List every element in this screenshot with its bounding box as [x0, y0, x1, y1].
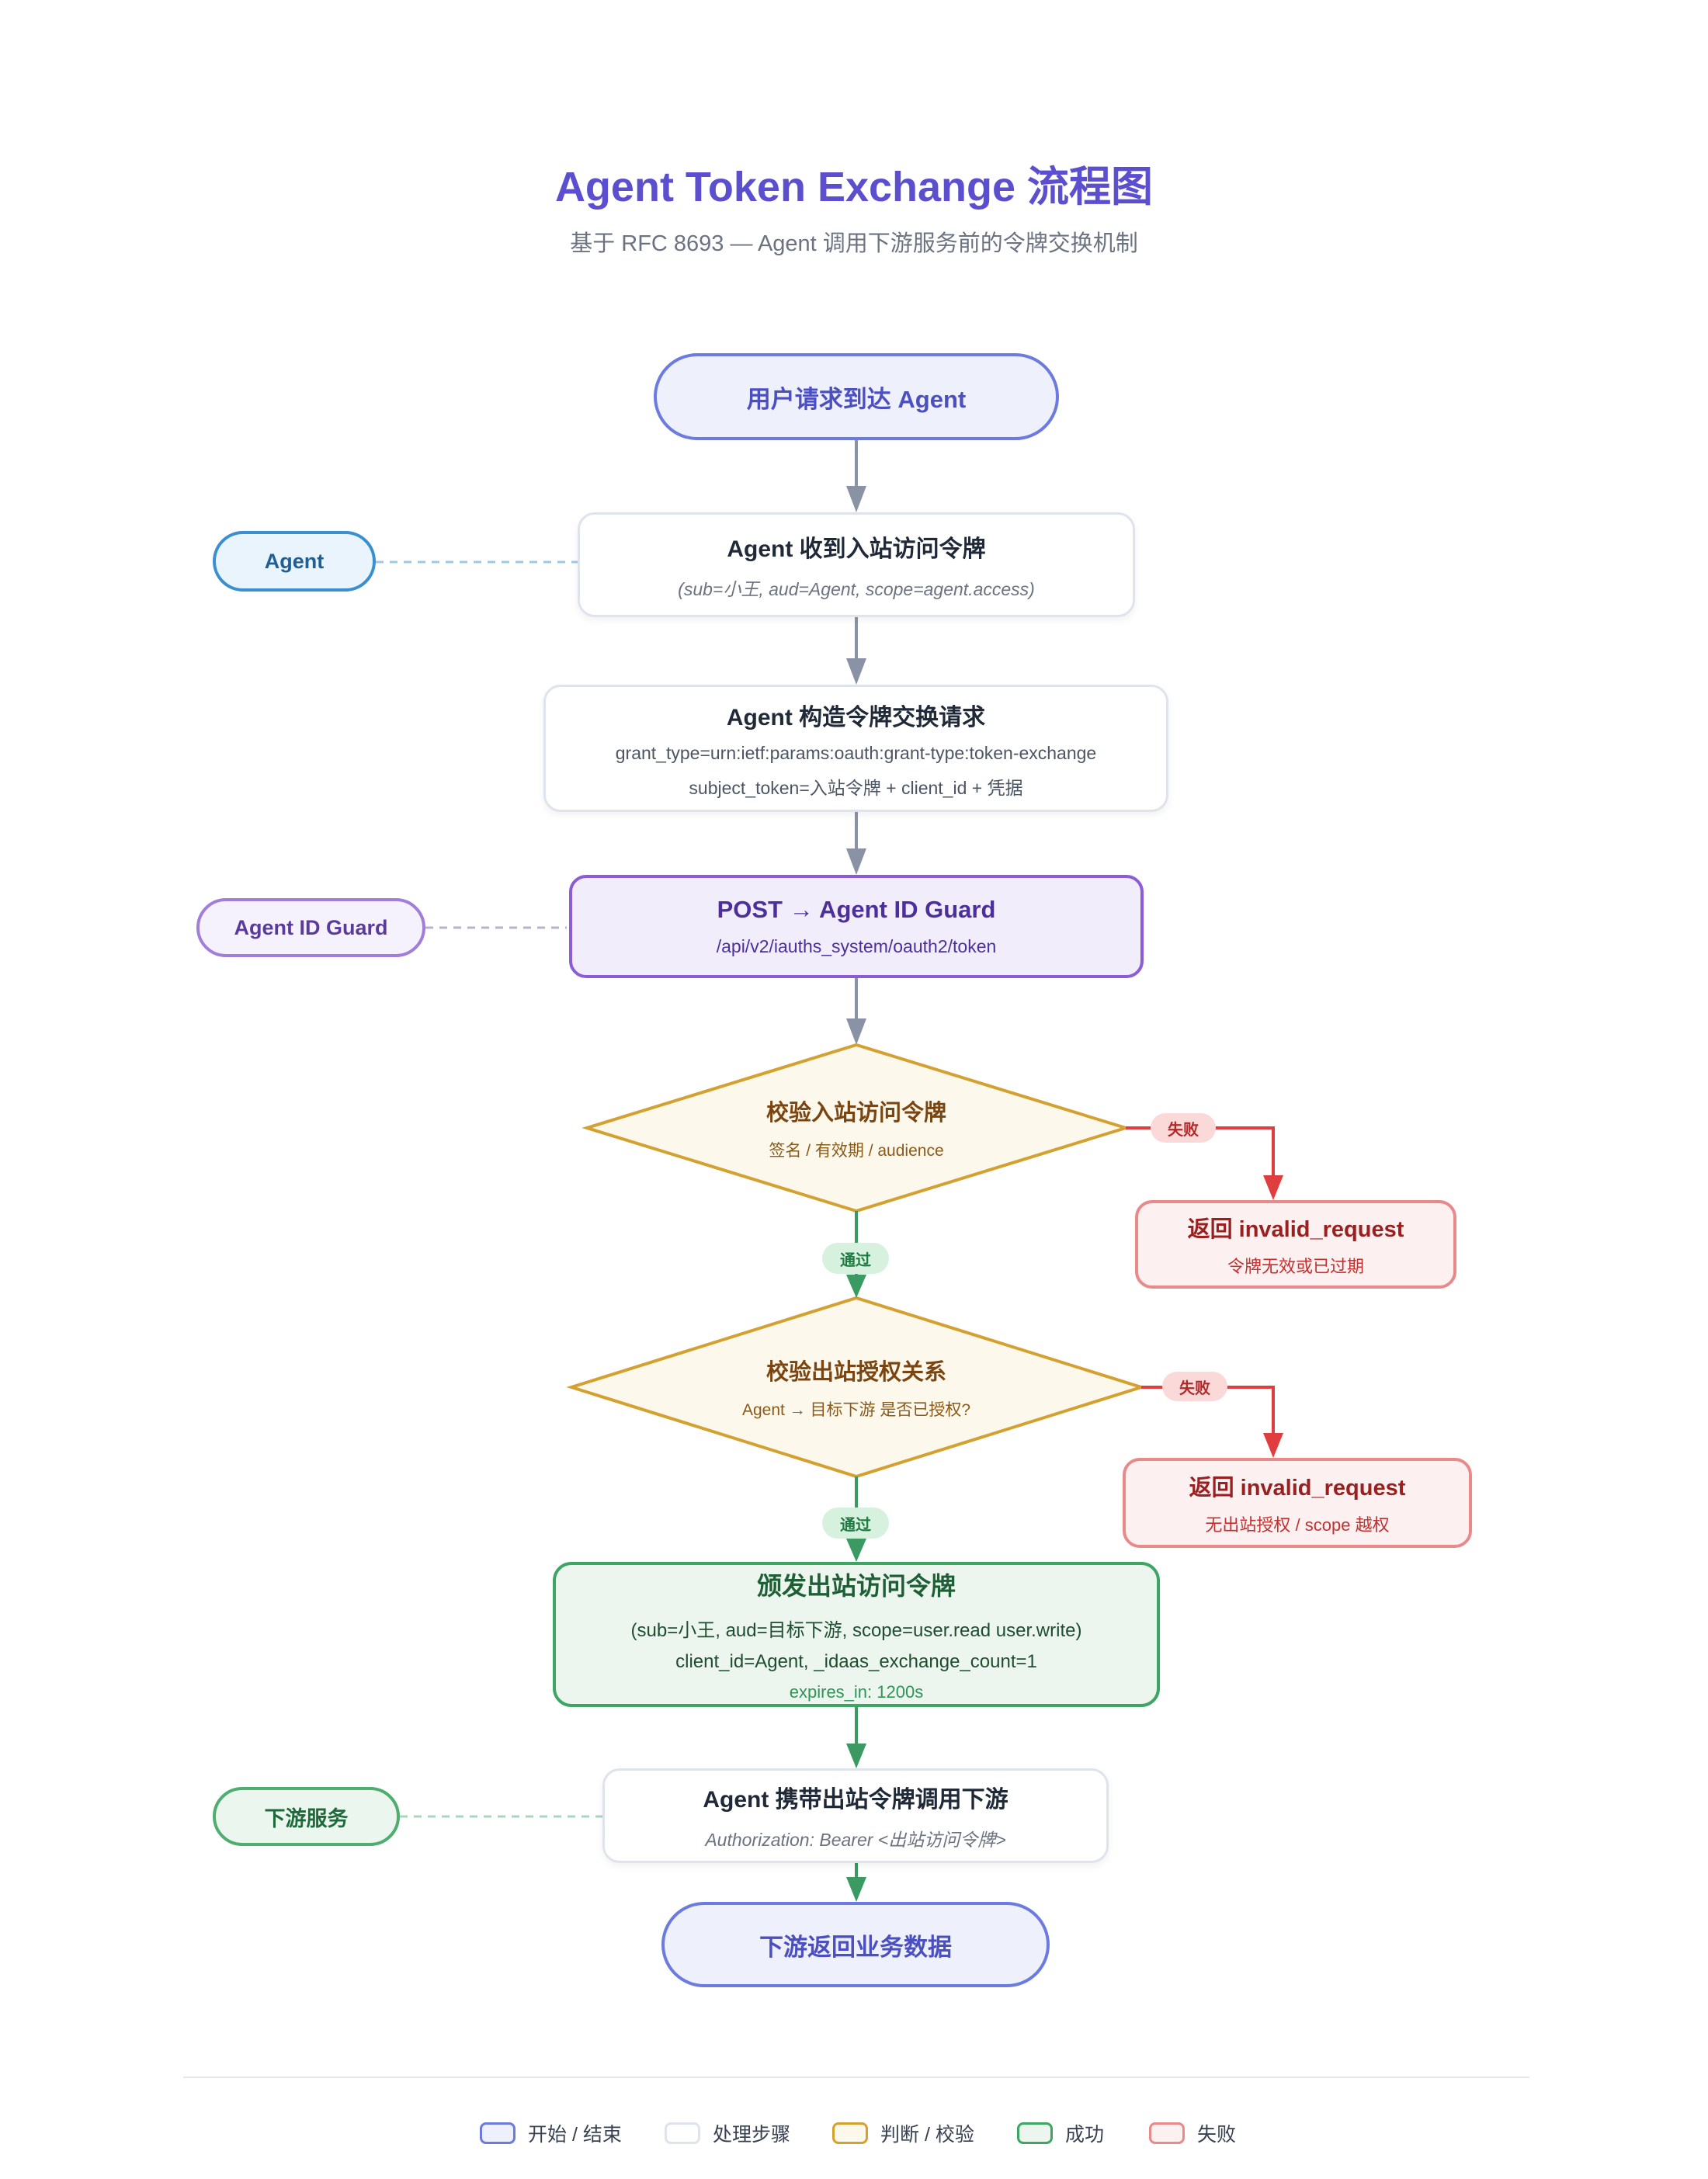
- node-end-title: 下游返回业务数据: [759, 1933, 952, 1961]
- legend-item-success: 成功: [1017, 2119, 1104, 2147]
- legend-swatch-terminal: [480, 2122, 516, 2144]
- legend-swatch-decision: [832, 2122, 868, 2144]
- node-fail-inbound-title: 返回 invalid_request: [1187, 1217, 1404, 1242]
- node-end: 下游返回业务数据: [661, 1902, 1050, 1987]
- arrowhead-call-to-end: [846, 1877, 866, 1902]
- node-start: 用户请求到达 Agent: [654, 353, 1059, 440]
- lane-label-guard: Agent ID Guard: [196, 898, 425, 957]
- node-issue-line2: client_id=Agent, _idaas_exchange_count=1: [675, 1651, 1037, 1672]
- lane-label-agent: Agent: [213, 531, 376, 592]
- page-subtitle: 基于 RFC 8693 — Agent 调用下游服务前的令牌交换机制: [570, 231, 1138, 256]
- arrowhead-build-to-post: [846, 848, 866, 875]
- legend-label-decision: 判断 / 校验: [880, 2124, 974, 2146]
- node-receive-detail: (sub=小王, aud=Agent, scope=agent.access): [678, 578, 1035, 599]
- node-receive-title: Agent 收到入站访问令牌: [727, 536, 986, 562]
- legend-swatch-process: [665, 2122, 700, 2144]
- edge-label-outbound-pass: 通过: [822, 1508, 889, 1539]
- node-issue-line3: expires_in: 1200s: [789, 1682, 924, 1702]
- legend-item-decision: 判断 / 校验: [832, 2119, 974, 2147]
- node-call-detail: Authorization: Bearer <出站访问令牌>: [705, 1830, 1006, 1850]
- legend-item-fail: 失败: [1149, 2119, 1236, 2147]
- arrowhead-issue-to-call: [846, 1744, 866, 1768]
- node-build-line1: grant_type=urn:ietf:params:oauth:grant-t…: [615, 742, 1097, 763]
- node-fail-inbound-detail: 令牌无效或已过期: [1227, 1257, 1364, 1276]
- arrowhead-outbound-fail: [1263, 1433, 1283, 1458]
- legend-label-terminal: 开始 / 结束: [528, 2124, 622, 2146]
- node-build-title: Agent 构造令牌交换请求: [726, 704, 986, 730]
- node-fail-outbound-title: 返回 invalid_request: [1189, 1476, 1406, 1501]
- node-post-guard: POST → Agent ID Guard /api/v2/iauths_sys…: [569, 875, 1144, 978]
- decision-check-outbound-detail: Agent → 目标下游 是否已授权?: [741, 1401, 971, 1419]
- legend-swatch-success: [1017, 2122, 1053, 2144]
- node-issue-token: 颁发出站访问令牌 (sub=小王, aud=目标下游, scope=user.r…: [553, 1562, 1160, 1707]
- edge-label-outbound-fail: 失败: [1162, 1372, 1227, 1401]
- node-fail-outbound-detail: 无出站授权 / scope 越权: [1205, 1515, 1390, 1535]
- node-receive: Agent 收到入站访问令牌 (sub=小王, aud=Agent, scope…: [578, 512, 1135, 617]
- legend-label-success: 成功: [1065, 2124, 1105, 2146]
- arrowhead-inbound-pass: [846, 1275, 866, 1298]
- node-start-title: 用户请求到达 Agent: [746, 385, 967, 413]
- decision-check-inbound: 校验入站访问令牌 签名 / 有效期 / audience: [665, 1084, 1048, 1172]
- arrowhead-inbound-fail: [1263, 1175, 1283, 1200]
- legend-label-fail: 失败: [1197, 2124, 1237, 2146]
- lane-label-downstream: 下游服务: [213, 1787, 400, 1846]
- arrowhead-post-to-check-inbound: [846, 1018, 866, 1045]
- node-build-request: Agent 构造令牌交换请求 grant_type=urn:ietf:param…: [543, 685, 1168, 812]
- node-build-line2: subject_token=入站令牌 + client_id + 凭据: [689, 777, 1023, 798]
- legend-item-terminal: 开始 / 结束: [480, 2119, 622, 2147]
- arrowhead-start-to-receive: [846, 486, 866, 512]
- node-fail-inbound: 返回 invalid_request 令牌无效或已过期: [1135, 1200, 1456, 1289]
- node-post-title: POST → Agent ID Guard: [717, 896, 996, 923]
- decision-check-outbound-title: 校验出站授权关系: [765, 1360, 946, 1385]
- decision-check-outbound: 校验出站授权关系 Agent → 目标下游 是否已授权?: [657, 1341, 1056, 1433]
- node-issue-line1: (sub=小王, aud=目标下游, scope=user.read user.…: [630, 1620, 1082, 1641]
- legend-swatch-fail: [1149, 2122, 1185, 2144]
- edge-label-inbound-pass: 通过: [822, 1243, 889, 1274]
- node-issue-title: 颁发出站访问令牌: [756, 1572, 956, 1600]
- node-call-downstream: Agent 携带出站令牌调用下游 Authorization: Bearer <…: [602, 1768, 1109, 1863]
- page-title: Agent Token Exchange 流程图: [554, 164, 1154, 210]
- node-fail-outbound: 返回 invalid_request 无出站授权 / scope 越权: [1123, 1458, 1472, 1548]
- node-post-detail: /api/v2/iauths_system/oauth2/token: [716, 936, 997, 956]
- edge-label-inbound-fail: 失败: [1151, 1113, 1216, 1143]
- decision-check-inbound-title: 校验入站访问令牌: [765, 1101, 946, 1126]
- legend-item-process: 处理步骤: [665, 2119, 790, 2147]
- decision-check-inbound-detail: 签名 / 有效期 / audience: [769, 1142, 944, 1160]
- legend-label-process: 处理步骤: [713, 2124, 791, 2146]
- arrowhead-outbound-pass: [846, 1539, 866, 1562]
- node-call-title: Agent 携带出站令牌调用下游: [703, 1787, 1008, 1813]
- arrowhead-receive-to-build: [846, 658, 866, 685]
